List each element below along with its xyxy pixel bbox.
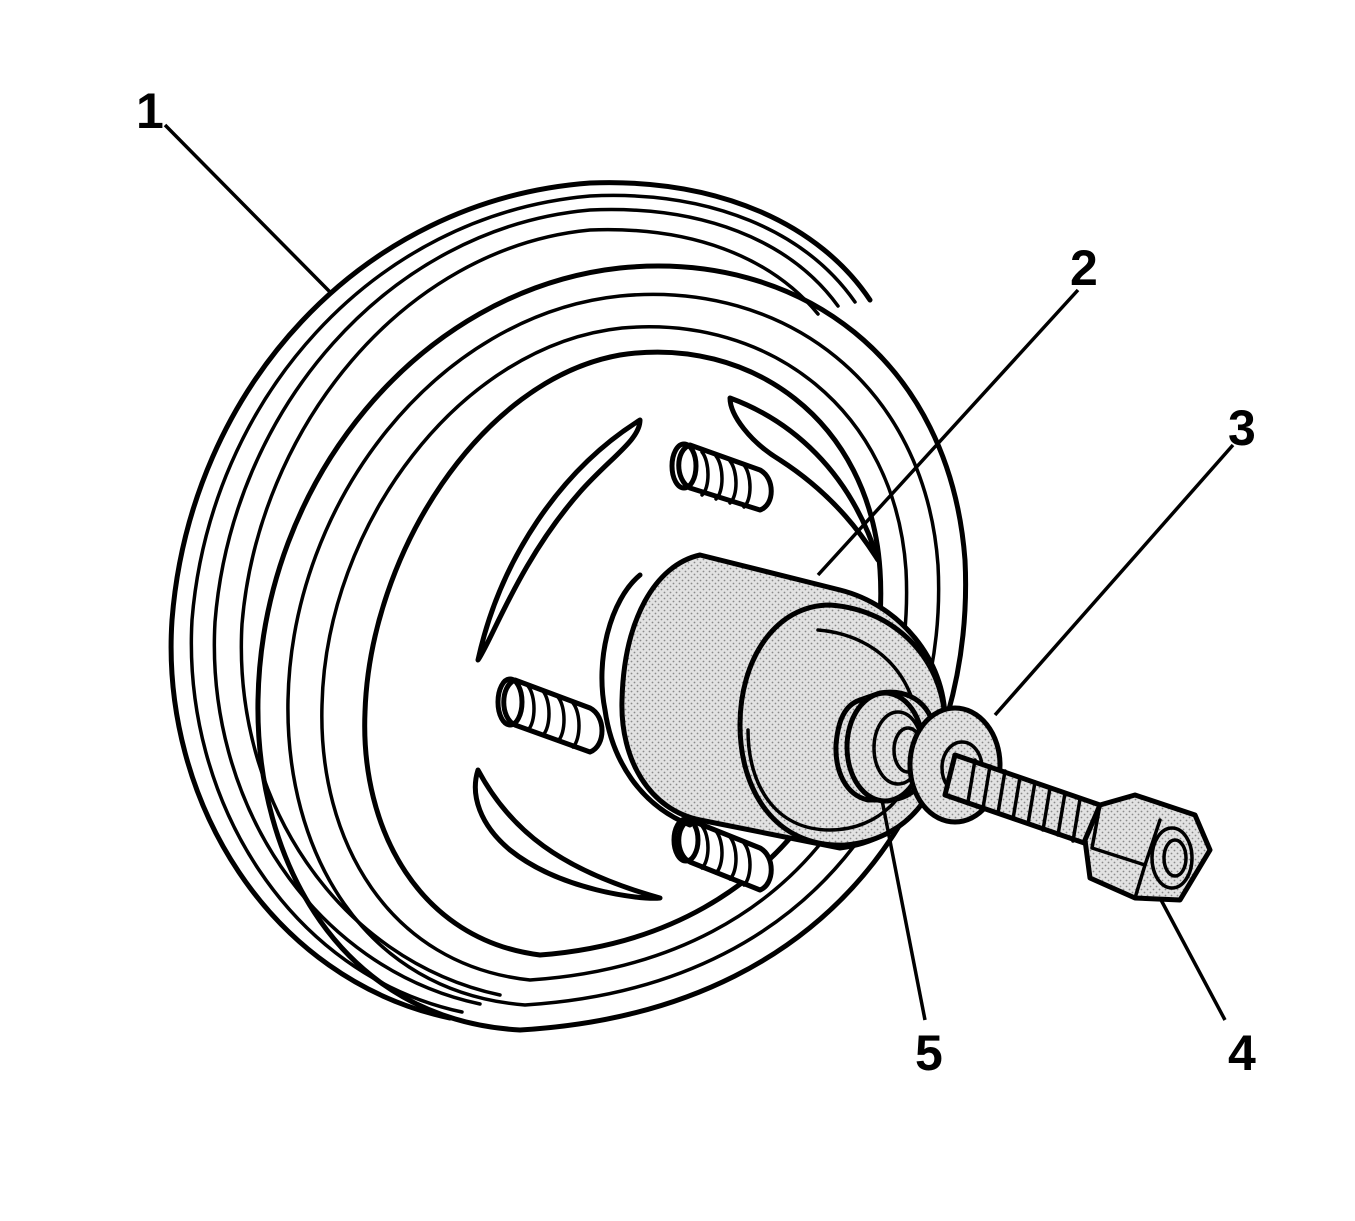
brake-drum (168, 180, 969, 1033)
callout-3-label: 3 (1228, 400, 1256, 456)
callout-1-label: 1 (136, 83, 164, 139)
callout-5-label: 5 (915, 1025, 943, 1081)
leader-line-1 (163, 123, 332, 294)
leader-line-2 (816, 288, 1080, 577)
forcing-bolt (942, 752, 1103, 848)
wheel-stud-left (495, 676, 605, 755)
wheel-stud-top (669, 441, 774, 513)
callout-2-label: 2 (1070, 240, 1098, 296)
leader-line-3 (993, 443, 1235, 717)
leader-line-4 (1158, 897, 1227, 1021)
wheel-stud-bottom (671, 816, 774, 893)
callout-4-label: 4 (1228, 1025, 1256, 1081)
hex-nut (1082, 792, 1213, 903)
leader-line-5 (880, 799, 927, 1021)
leader-lines (163, 123, 1235, 1021)
